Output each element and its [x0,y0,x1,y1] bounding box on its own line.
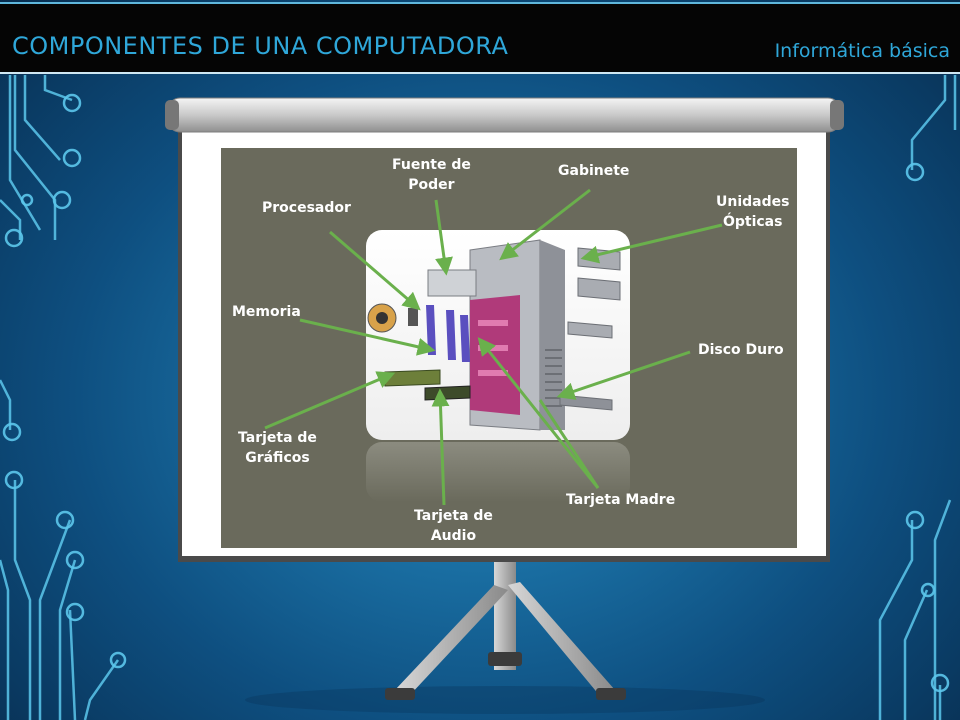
label-fuente-de-poder: Fuente de Poder [392,155,471,195]
computer-photo [366,230,630,502]
label-tarjeta-madre: Tarjeta Madre [566,492,676,508]
label-fuente-line1: Fuente de [392,157,471,173]
label-unidades-line2: Ópticas [722,214,783,230]
header-accent-line [0,2,960,4]
label-graficos-line2: Gráficos [245,450,310,466]
tripod-stand [385,560,626,700]
label-unidades-opticas: Unidades Ópticas [716,192,789,232]
label-audio-line2: Audio [430,528,477,544]
label-disco-duro: Disco Duro [698,342,784,358]
label-tarjeta-graficos: Tarjeta de Gráficos [238,428,317,468]
label-fuente-line2: Poder [408,177,455,193]
slide-header: COMPONENTES DE UNA COMPUTADORA Informáti… [0,2,960,74]
label-unidades-line1: Unidades [716,194,790,210]
slide-title: COMPONENTES DE UNA COMPUTADORA [12,32,509,60]
label-memoria: Memoria [232,304,301,320]
component-arrows [264,188,723,506]
label-procesador: Procesador [262,200,351,216]
slide-subtitle: Informática básica [774,40,950,62]
label-tarjeta-audio: Tarjeta de Audio [414,506,493,546]
label-graficos-line1: Tarjeta de [238,430,317,446]
screen-roller [165,97,844,133]
label-gabinete: Gabinete [558,163,630,179]
label-audio-line1: Tarjeta de [414,508,493,524]
